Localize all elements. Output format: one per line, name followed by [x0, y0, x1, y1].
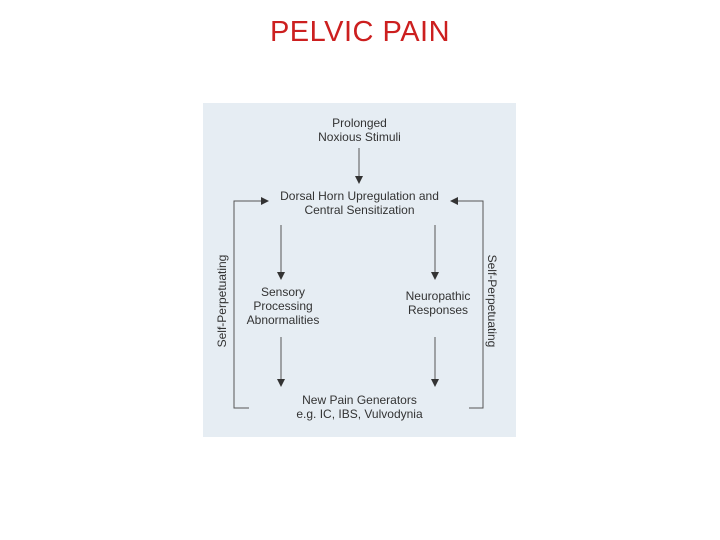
left-self-perpetuating-label: Self-Perpetuating [215, 254, 229, 348]
node-neuro-line2: Responses [407, 303, 469, 317]
node-sensory-line1: Sensory [260, 285, 306, 299]
node-prolonged-noxious-stimuli: Prolonged Noxious Stimuli [203, 116, 516, 144]
node-dorsal-line2: Central Sensitization [304, 203, 415, 217]
slide-title: PELVIC PAIN [269, 16, 451, 48]
diagram-arrows [233, 148, 484, 409]
node-neuropathic-responses: Neuropathic Responses [388, 289, 488, 317]
node-generators-line2: e.g. IC, IBS, Vulvodynia [296, 407, 423, 421]
right-feedback-loop [450, 197, 484, 409]
left-feedback-loop [233, 197, 269, 409]
node-sensory-line3: Abnormalities [246, 313, 320, 327]
node-sensory-processing-abnormalities: Sensory Processing Abnormalities [233, 285, 333, 327]
node-new-pain-generators: New Pain Generators e.g. IC, IBS, Vulvod… [203, 393, 516, 421]
node-stimuli-line2: Noxious Stimuli [318, 130, 401, 144]
node-generators-line1: New Pain Generators [302, 393, 417, 407]
node-stimuli-line1: Prolonged [332, 116, 387, 130]
node-dorsal-line1: Dorsal Horn Upregulation and [280, 189, 439, 203]
diagram-panel: Prolonged Noxious Stimuli Dorsal Horn Up… [203, 103, 516, 437]
right-self-perpetuating-label: Self-Perpetuating [485, 254, 499, 348]
node-neuro-line1: Neuropathic [405, 289, 471, 303]
node-dorsal-horn-upregulation: Dorsal Horn Upregulation and Central Sen… [203, 189, 516, 217]
node-sensory-line2: Processing [253, 299, 313, 313]
